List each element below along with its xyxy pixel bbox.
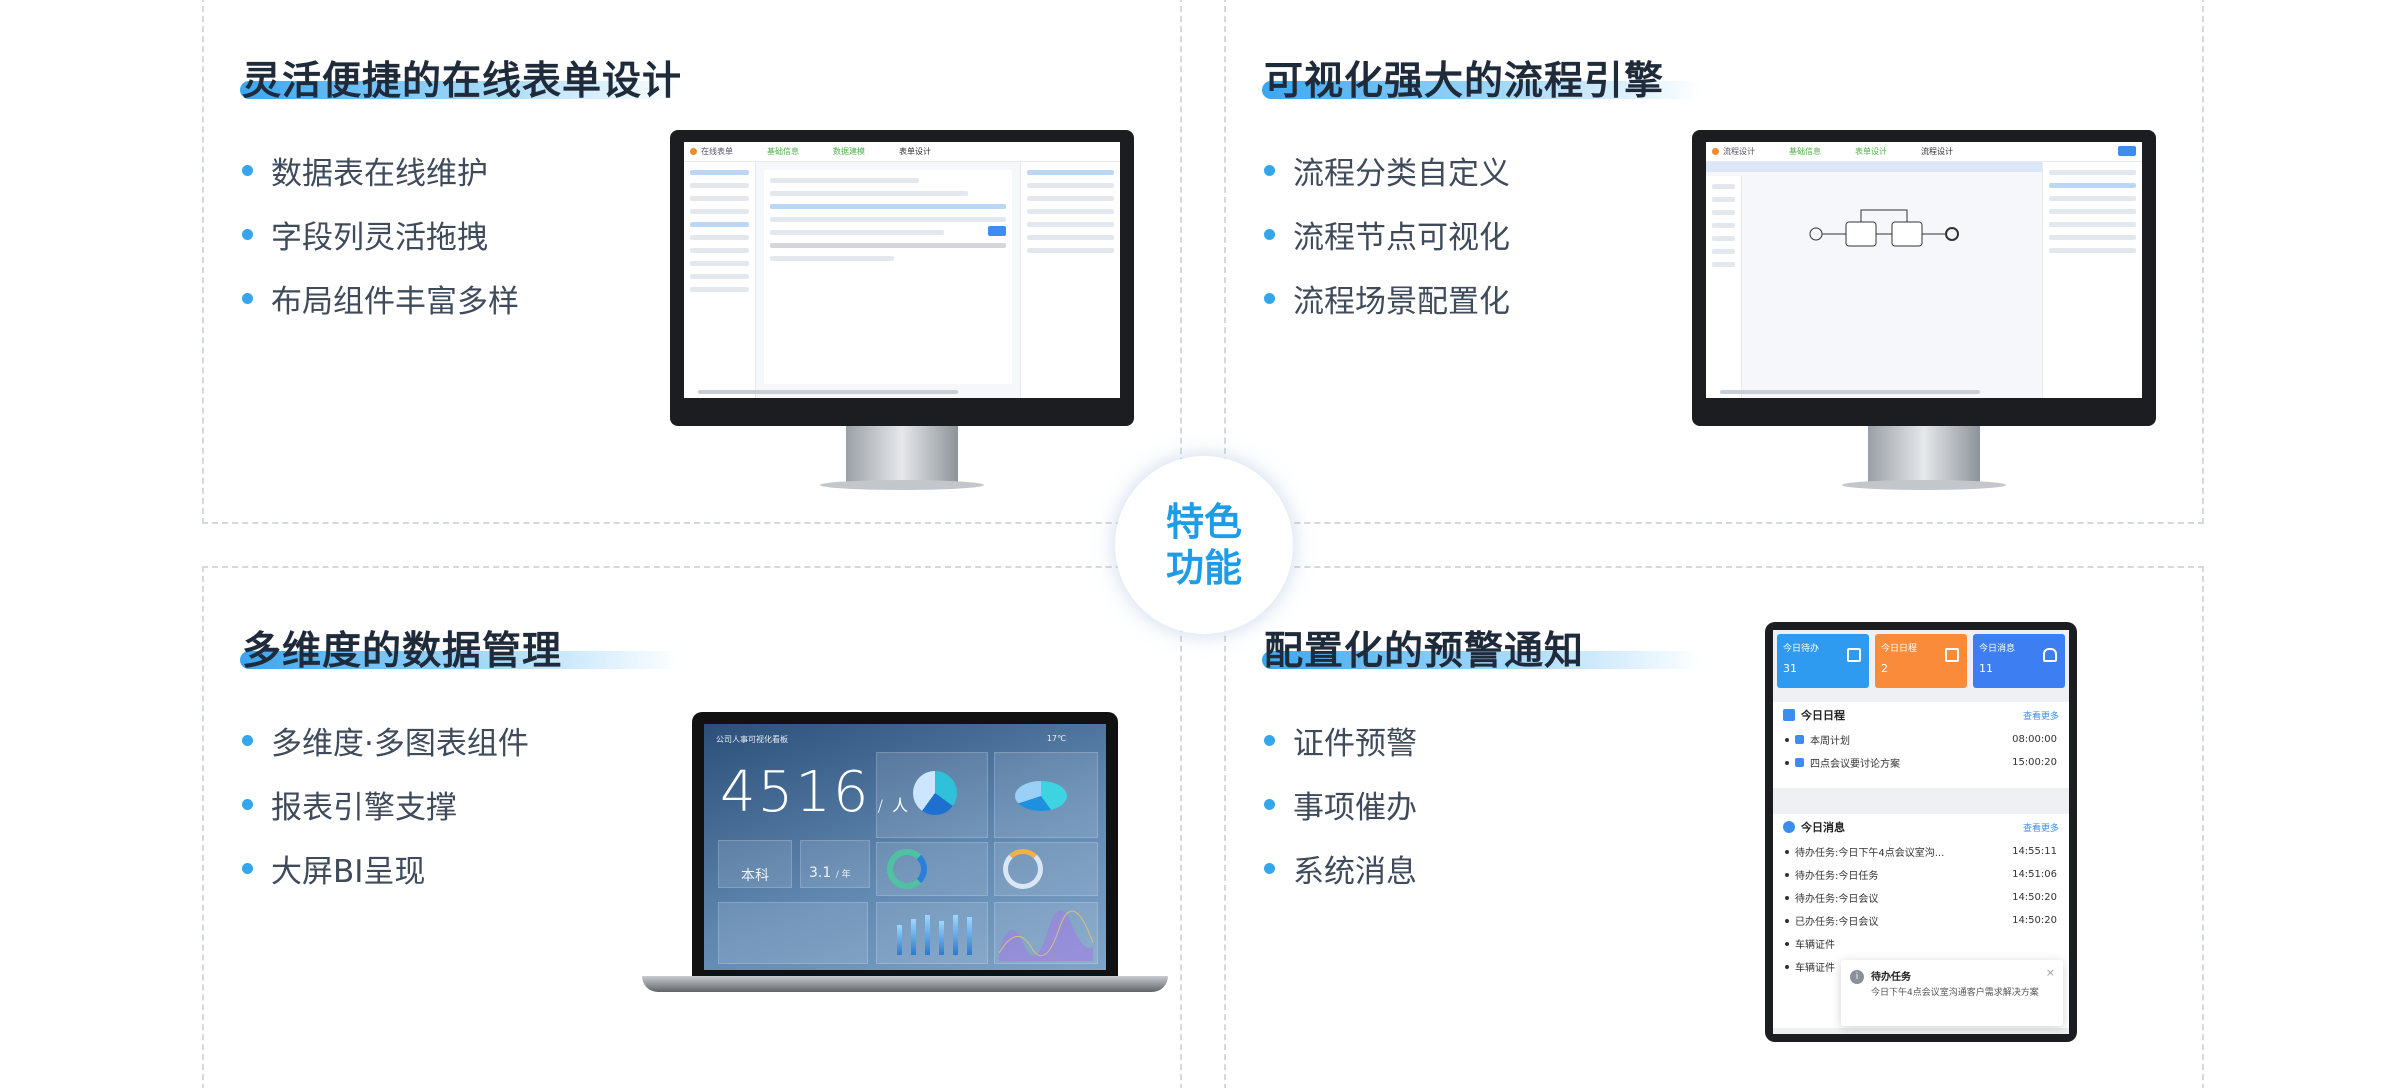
section-title: 多维度的数据管理 (242, 629, 563, 674)
toast-body: 今日下午4点会议室沟通客户需求解决方案 (1871, 988, 2039, 998)
bullet-item: 多维度·多图表组件 (242, 708, 529, 772)
calendar-icon (1945, 648, 1959, 662)
list-item[interactable]: 车辆证件 (1773, 955, 2069, 978)
bell-icon (2043, 648, 2057, 662)
bullet-list: 证件预警 事项催办 系统消息 (1264, 708, 1417, 900)
bullet-item: 字段列灵活拖拽 (242, 202, 519, 266)
schedule-more-link[interactable]: 查看更多 (2022, 711, 2059, 722)
toast-title: 待办任务 (1871, 972, 1911, 983)
section-flow-engine: 可视化强大的流程引擎 流程分类自定义 流程节点可视化 流程场景配置化 流程设计 … (1224, 0, 2204, 524)
feature-badge: 特色 功能 (1115, 456, 1293, 634)
headcount-number: 4516 / 人 (720, 760, 911, 825)
section-form-design: 灵活便捷的在线表单设计 数据表在线维护 字段列灵活拖拽 布局组件丰富多样 在线表… (202, 0, 1182, 524)
bullet-item: 报表引擎支撑 (242, 772, 529, 836)
dashboard-screen: 公司人事可视化看板 17℃ 4516 / 人 本科 3.1 / 年 (704, 724, 1106, 970)
document-icon (1847, 648, 1861, 662)
bullet-item: 数据表在线维护 (242, 138, 519, 202)
bullet-list: 流程分类自定义 流程节点可视化 流程场景配置化 (1264, 138, 1510, 330)
megaphone-icon (1783, 821, 1795, 833)
bullet-item: 大屏BI呈现 (242, 836, 529, 900)
list-item[interactable]: 车辆证件 (1773, 932, 2069, 955)
bullet-list: 多维度·多图表组件 报表引擎支撑 大屏BI呈现 (242, 708, 529, 900)
messages-more-link[interactable]: 查看更多 (2022, 823, 2059, 834)
title-underline (1262, 651, 1702, 669)
bullet-item: 事项催办 (1264, 772, 1417, 836)
close-icon[interactable]: × (2045, 966, 2055, 979)
section-title: 灵活便捷的在线表单设计 (242, 59, 683, 104)
calendar-icon (1783, 709, 1795, 721)
section-data-management: 多维度的数据管理 多维度·多图表组件 报表引擎支撑 大屏BI呈现 (202, 566, 1182, 1088)
bullet-item: 布局组件丰富多样 (242, 266, 519, 330)
section-title: 配置化的预警通知 (1264, 629, 1585, 674)
title-underline (1262, 81, 1702, 99)
bullet-item: 系统消息 (1264, 836, 1417, 900)
title-underline (240, 651, 680, 669)
list-item[interactable]: 待办任务:今日下午4点会议室沟...14:55:11 (1773, 840, 2069, 863)
bullet-item: 证件预警 (1264, 708, 1417, 772)
section-title: 可视化强大的流程引擎 (1264, 59, 1665, 104)
title-underline (240, 81, 680, 99)
bullet-list: 数据表在线维护 字段列灵活拖拽 布局组件丰富多样 (242, 138, 519, 330)
info-icon: i (1850, 970, 1864, 984)
form-designer-screen: 在线表单 基础信息 数据建模 表单设计 (684, 142, 1120, 398)
section-alert-notification: 配置化的预警通知 证件预警 事项催办 系统消息 (1224, 566, 2204, 1088)
bullet-item: 流程分类自定义 (1264, 138, 1510, 202)
bullet-item: 流程场景配置化 (1264, 266, 1510, 330)
todo-toast[interactable]: i × 待办任务 今日下午4点会议室沟通客户需求解决方案 (1841, 960, 2063, 1026)
flow-designer-screen: 流程设计 基础信息 表单设计 流程设计 (1706, 142, 2142, 398)
flow-diagram (1809, 209, 1959, 247)
bullet-item: 流程节点可视化 (1264, 202, 1510, 266)
